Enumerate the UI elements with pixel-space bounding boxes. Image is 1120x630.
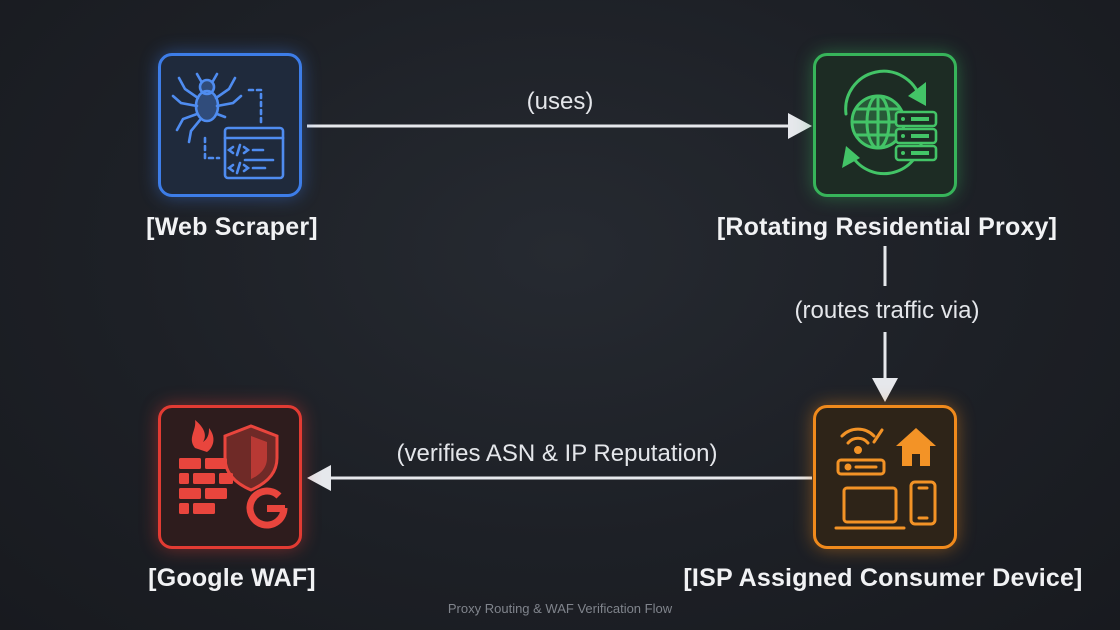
isp-consumer-device-node [813, 405, 957, 549]
web-scraper-node [158, 53, 302, 197]
router-home-devices-icon [834, 427, 937, 530]
google-g-icon [246, 487, 288, 529]
rotating-residential-proxy-label: [Rotating Residential Proxy] [716, 213, 1058, 241]
edge-uses-arrow [307, 113, 812, 139]
edge-uses-label: (uses) [526, 88, 594, 115]
spider-code-window-icon [171, 72, 285, 180]
firewall-shield-google-icon [179, 420, 288, 529]
isp-consumer-device-label: [ISP Assigned Consumer Device] [683, 564, 1083, 592]
globe-server-rotate-icon [842, 69, 938, 176]
edge-routes-label: (routes traffic via) [794, 297, 980, 324]
web-scraper-label: [Web Scraper] [146, 213, 318, 241]
diagram-caption: Proxy Routing & WAF Verification Flow [447, 601, 673, 616]
rotating-residential-proxy-node [813, 53, 957, 197]
flame-icon [191, 420, 214, 452]
edge-verifies-label: (verifies ASN & IP Reputation) [396, 440, 718, 467]
edge-verifies-arrow [307, 465, 812, 491]
edge-routes-arrow [872, 246, 898, 402]
google-waf-node [158, 405, 302, 549]
google-waf-label: [Google WAF] [148, 564, 316, 592]
